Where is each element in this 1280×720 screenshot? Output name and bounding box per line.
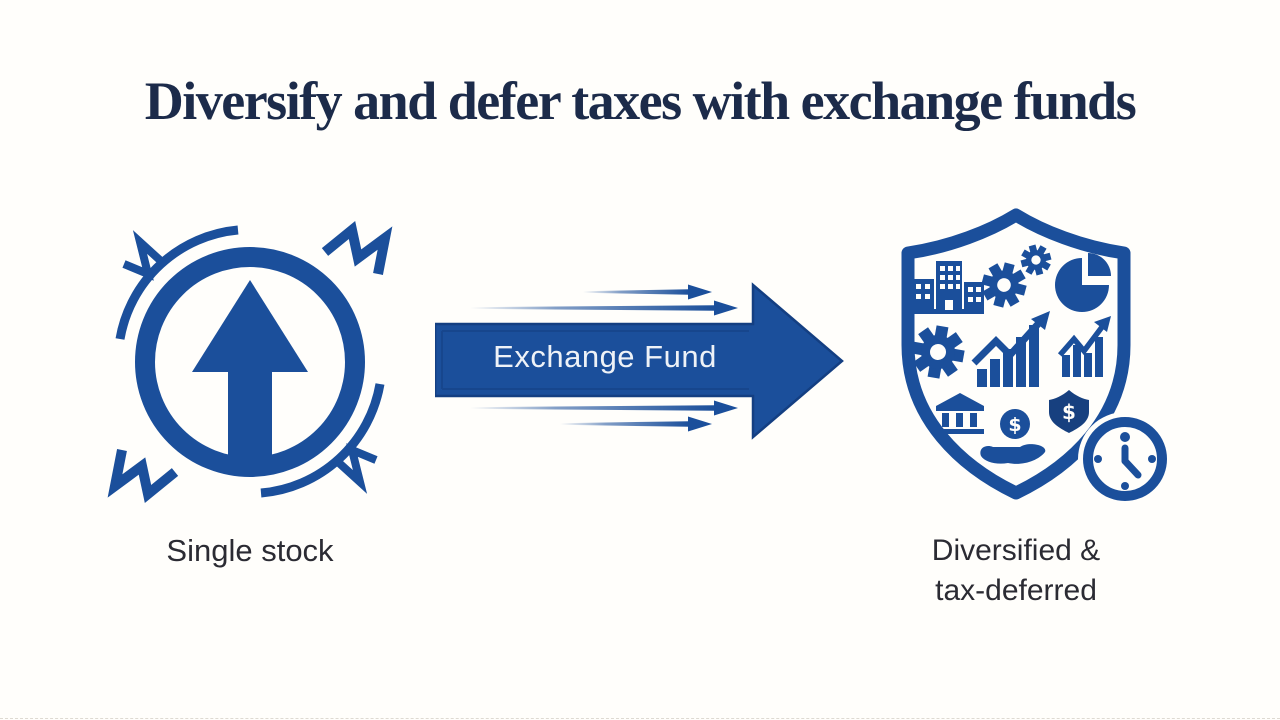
big-right-arrow bbox=[435, 282, 844, 440]
dollar-shield-icon: $ bbox=[1049, 390, 1089, 433]
growth-bar-chart-icon bbox=[971, 311, 1050, 387]
spark-bottom-right-icon bbox=[335, 443, 378, 494]
shield-outline bbox=[901, 208, 1131, 500]
clock-icon bbox=[1078, 412, 1172, 506]
gears-icon bbox=[976, 239, 1057, 313]
diversified-caption: Diversified & tax-deferred bbox=[880, 531, 1152, 611]
growth-bar-chart-small-icon bbox=[1057, 316, 1111, 377]
spark-bottom-left-icon bbox=[107, 449, 179, 504]
hand-with-dollar-coin-icon: $ bbox=[980, 409, 1046, 464]
arrow-inner-border bbox=[441, 330, 749, 390]
outer-arc-bottom-right bbox=[260, 383, 385, 498]
single-stock-caption-text: Single stock bbox=[166, 533, 334, 568]
outer-arc-top-left bbox=[115, 225, 239, 340]
diversified-shield-icon: $ $ bbox=[901, 208, 1131, 500]
single-stock-caption: Single stock bbox=[110, 531, 390, 571]
speed-lines-bottom bbox=[470, 400, 738, 432]
exchange-fund-arrow-icon bbox=[435, 282, 844, 440]
coin-dollar-symbol: $ bbox=[1008, 414, 1021, 436]
pie-chart-icon bbox=[1055, 253, 1111, 312]
exchange-fund-label: Exchange Fund bbox=[493, 339, 717, 374]
up-arrow-icon bbox=[192, 280, 308, 465]
page-title: Diversify and defer taxes with exchange … bbox=[144, 71, 1137, 131]
speed-lines-top bbox=[470, 284, 738, 316]
single-stock-volatility-icon bbox=[107, 220, 393, 504]
spark-top-right-icon bbox=[321, 220, 393, 275]
stock-circle-ring bbox=[135, 247, 365, 477]
diversified-caption-line2: tax-deferred bbox=[935, 574, 1097, 607]
bottom-edge-divider bbox=[0, 718, 1280, 719]
spark-top-left-icon bbox=[122, 230, 165, 281]
shield-dollar-symbol: $ bbox=[1062, 400, 1076, 424]
diversified-caption-line1: Diversified & bbox=[931, 534, 1101, 567]
bank-icon bbox=[936, 393, 984, 434]
office-buildings-icon bbox=[908, 261, 984, 314]
